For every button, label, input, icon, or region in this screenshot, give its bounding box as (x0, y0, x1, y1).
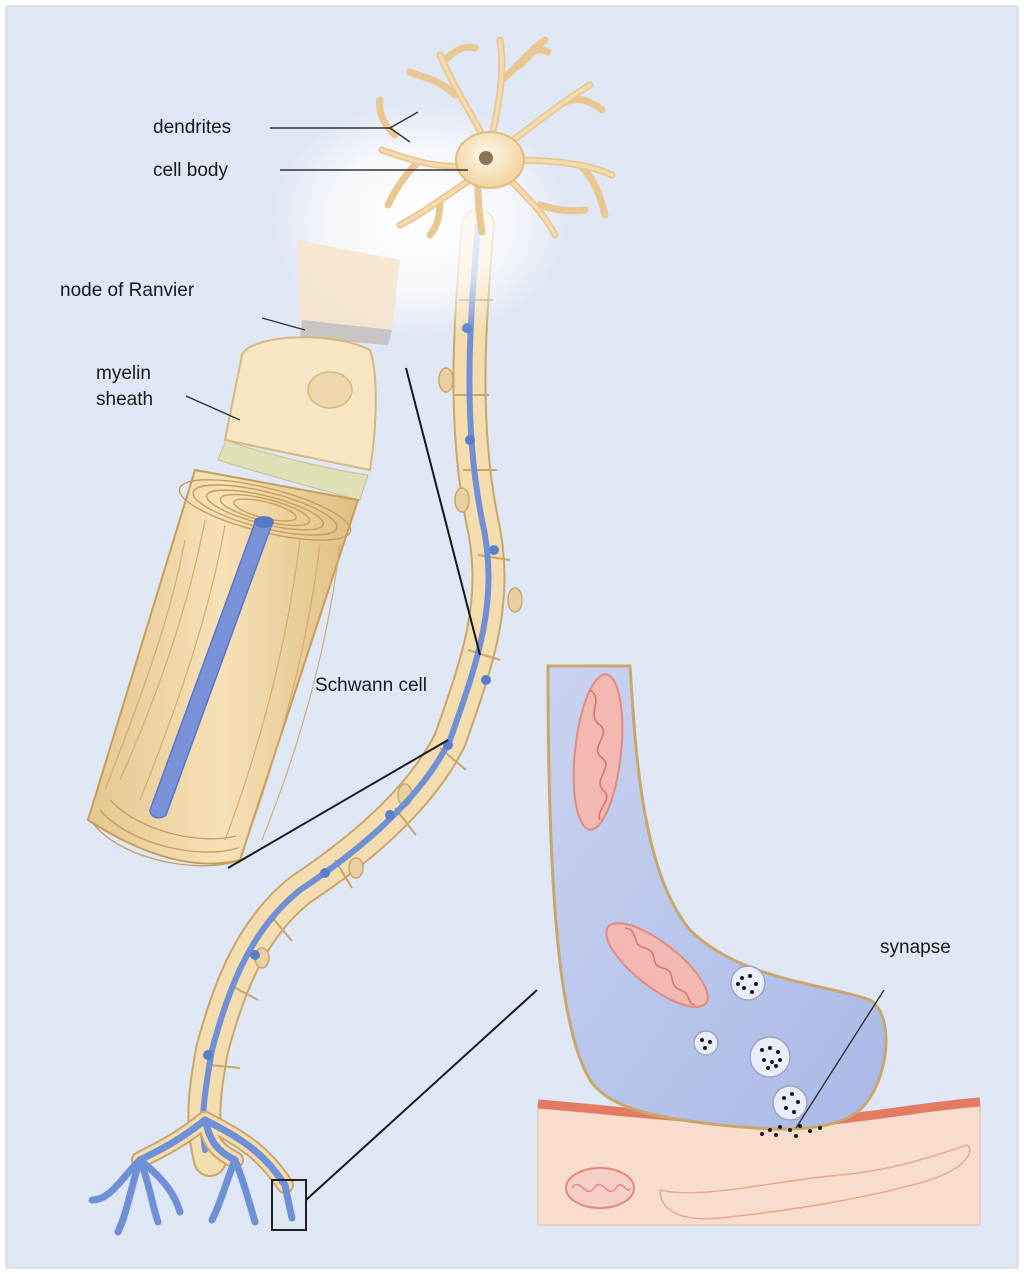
myelin-sheath-label-line2: sheath (96, 386, 153, 414)
synapse-label: synapse (880, 934, 951, 962)
schwann-cell-label: Schwann cell (315, 672, 427, 700)
nucleus (479, 151, 493, 165)
dendrites-label: dendrites (153, 114, 231, 142)
muscle-mitochondrion (566, 1168, 634, 1208)
cell-body-label: cell body (153, 157, 228, 185)
node-of-ranvier-label: node of Ranvier (60, 277, 194, 305)
myelin-sheath-label-line1: myelin (96, 360, 151, 388)
schwann-nucleus-large (308, 372, 352, 408)
